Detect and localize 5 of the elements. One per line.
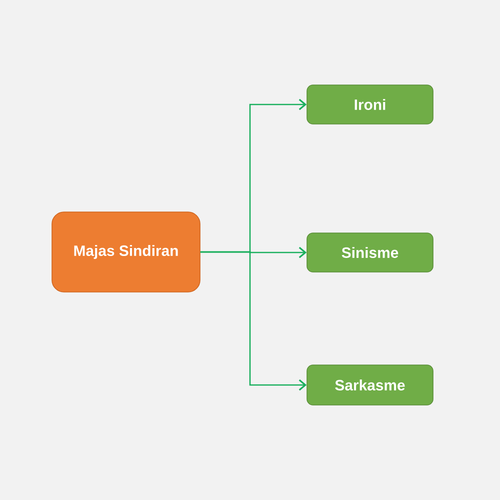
branch-box: Sinisme [306, 232, 434, 272]
branch-box: Ironi [306, 84, 434, 124]
arrow [200, 251, 307, 391]
topic-box: Majas Sindiran [52, 212, 200, 292]
branch-box: Sarkasme [306, 364, 434, 406]
